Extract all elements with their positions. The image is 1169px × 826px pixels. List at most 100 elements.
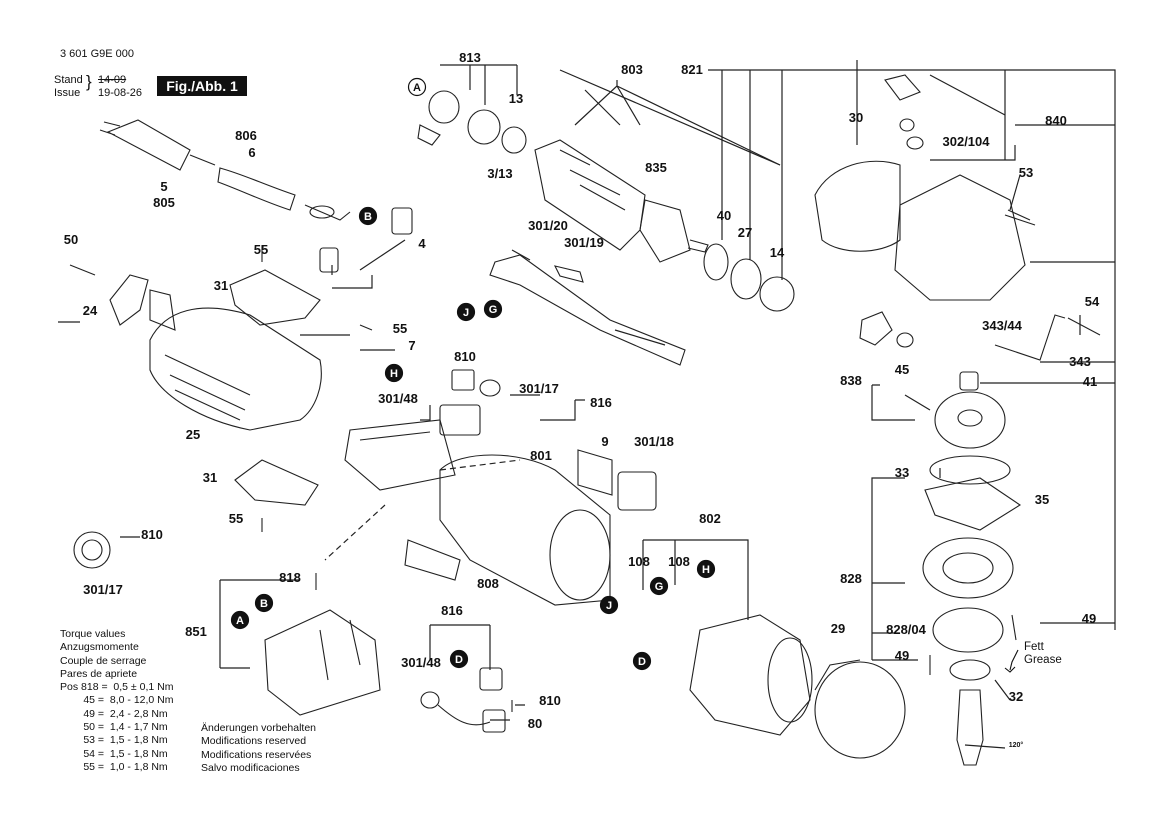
part-outline	[109, 274, 149, 326]
part-outline	[344, 419, 456, 491]
leader-line	[930, 145, 1021, 211]
ref-circle-b	[254, 593, 274, 613]
ref-circle-d	[632, 651, 652, 671]
part-outline	[467, 109, 501, 145]
callout-number: 25	[186, 427, 200, 442]
leader-line	[708, 69, 1116, 630]
ref-circle-j	[599, 595, 619, 615]
leader-lines	[58, 60, 1116, 749]
callout-number: 31	[203, 470, 217, 485]
leader-line	[559, 69, 781, 166]
part-outline	[884, 74, 921, 101]
part-outline	[73, 531, 111, 569]
leader-line	[440, 64, 518, 105]
part-outline	[949, 659, 991, 681]
callout-number: 6	[248, 145, 255, 160]
torque-values-table: Torque values Anzugsmomente Couple de se…	[60, 628, 174, 774]
callout-number: 810	[141, 527, 163, 542]
callout-number: 30	[849, 110, 863, 125]
leader-line	[856, 60, 1115, 160]
leader-line	[490, 704, 525, 721]
grease-label-de: Fett	[1024, 641, 1044, 653]
torque-title: Couple de serrage	[60, 654, 147, 667]
part-outline	[489, 254, 686, 366]
callout-number: 806	[235, 128, 257, 143]
part-outline	[451, 369, 475, 391]
ref-letter-h: H	[702, 564, 710, 576]
part-outline	[81, 539, 103, 561]
part-outline	[932, 607, 1004, 653]
callout-number: 818	[279, 570, 301, 585]
callout-number: 816	[441, 603, 463, 618]
leader-line	[939, 468, 1115, 624]
part-outline	[814, 661, 906, 759]
callout-number: 14	[770, 245, 785, 260]
callout-number: 810	[454, 349, 476, 364]
part-outline	[929, 455, 1011, 485]
part-outline	[420, 691, 440, 709]
callout-number: 805	[153, 195, 175, 210]
callout-number: 54	[1085, 294, 1100, 309]
part-outline	[814, 160, 901, 252]
part-outline	[859, 311, 893, 346]
callout-number: 301/17	[83, 582, 123, 597]
callout-number: 808	[477, 576, 499, 591]
callout-number: 835	[645, 160, 667, 175]
note-line: Änderungen vorbehalten	[201, 722, 317, 734]
callout-number: 343	[1069, 354, 1091, 369]
part-outline	[482, 709, 506, 733]
part-outline	[417, 124, 441, 146]
ref-circle-g	[649, 576, 669, 596]
brace-symbol: }	[86, 72, 92, 91]
part-outline	[553, 265, 584, 283]
part-outline	[501, 126, 527, 154]
leader-line	[429, 624, 491, 670]
part-outline	[264, 609, 381, 716]
part-outline	[391, 207, 413, 235]
callout-number: 840	[1045, 113, 1067, 128]
part-outline	[577, 449, 613, 496]
part-outline	[899, 118, 915, 132]
ref-letter-d: D	[455, 654, 463, 666]
part-outline	[437, 704, 491, 726]
part-outline	[730, 258, 762, 300]
torque-title: Torque values	[60, 628, 126, 640]
part-outline	[689, 614, 811, 736]
part-outline	[767, 637, 813, 723]
part-outline	[234, 459, 319, 506]
ref-letter-g: G	[489, 304, 498, 316]
grease-label-en: Grease	[1024, 654, 1062, 666]
ref-letter-b: B	[260, 598, 268, 610]
leader-line	[964, 679, 1011, 749]
part-outline	[319, 619, 361, 681]
callout-number: 821	[681, 62, 703, 77]
leader-line	[642, 539, 749, 620]
leader-line	[871, 477, 918, 661]
callout-number: 301/48	[378, 391, 418, 406]
part-outline	[319, 247, 339, 273]
callout-number: 810	[539, 693, 561, 708]
callout-number: 851	[185, 624, 207, 639]
callout-number: 7	[408, 338, 415, 353]
ref-letter-h: H	[390, 368, 398, 380]
part-outline	[164, 354, 251, 421]
part-outline	[229, 269, 321, 326]
ref-circle-a	[230, 610, 250, 630]
part-outline	[639, 199, 709, 263]
callout-number: 4	[418, 236, 426, 251]
leader-line	[904, 394, 931, 411]
torque-title: Anzugsmomente	[60, 641, 139, 654]
ref-circle-g	[483, 299, 503, 319]
callout-number: 120°	[1009, 741, 1024, 749]
modification-notes: Änderungen vorbehalten Modifications res…	[201, 722, 316, 775]
part-outline	[534, 139, 646, 251]
leader-line	[219, 579, 300, 669]
callout-number: 301/48	[401, 655, 441, 670]
part-outline	[428, 90, 460, 124]
grease-arrow-icon	[1004, 649, 1019, 673]
callout-number: 828/04	[886, 622, 927, 637]
torque-row: 54 = 1,5 - 1,8 Nm	[60, 747, 168, 760]
ref-letter-b: B	[364, 211, 372, 223]
